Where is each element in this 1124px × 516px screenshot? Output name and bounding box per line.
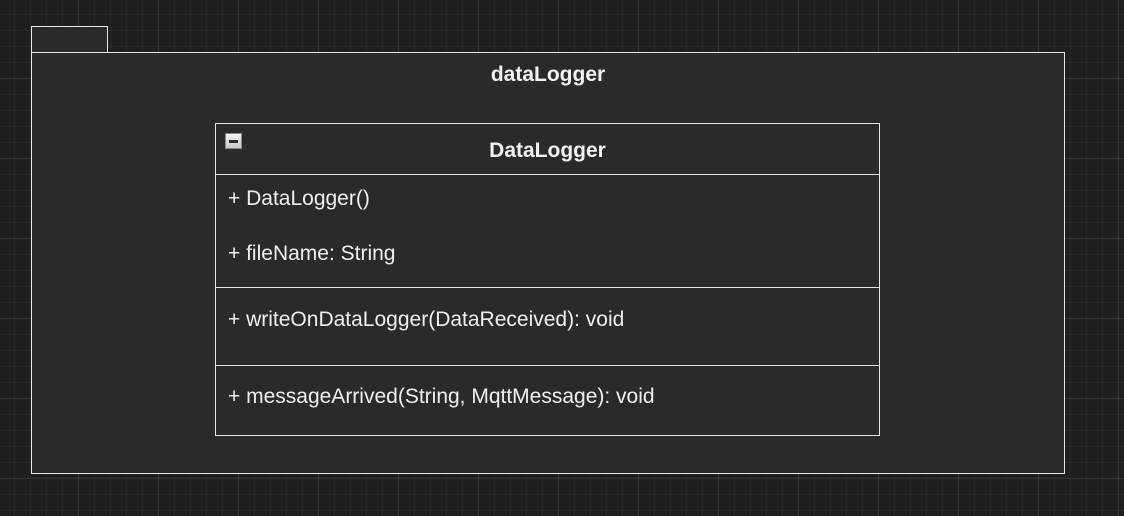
write-method[interactable]: + writeOnDataLogger(DataReceived): void: [228, 308, 625, 331]
attributes-section: + DataLogger() + fileName: String: [216, 174, 879, 288]
filename-attribute[interactable]: + fileName: String: [228, 242, 396, 265]
package-tab: [31, 26, 108, 52]
message-arrived-method[interactable]: + messageArrived(String, MqttMessage): v…: [228, 385, 655, 408]
class-name: DataLogger: [489, 139, 606, 162]
class-datalogger[interactable]: DataLogger + DataLogger() + fileName: St…: [215, 123, 880, 436]
collapse-icon[interactable]: [225, 133, 242, 149]
methods-section: + writeOnDataLogger(DataReceived): void: [216, 287, 879, 366]
class-header: DataLogger: [216, 124, 879, 175]
handlers-section: + messageArrived(String, MqttMessage): v…: [216, 365, 879, 435]
constructor-member[interactable]: + DataLogger(): [228, 187, 370, 210]
package-title: dataLogger: [490, 63, 606, 86]
